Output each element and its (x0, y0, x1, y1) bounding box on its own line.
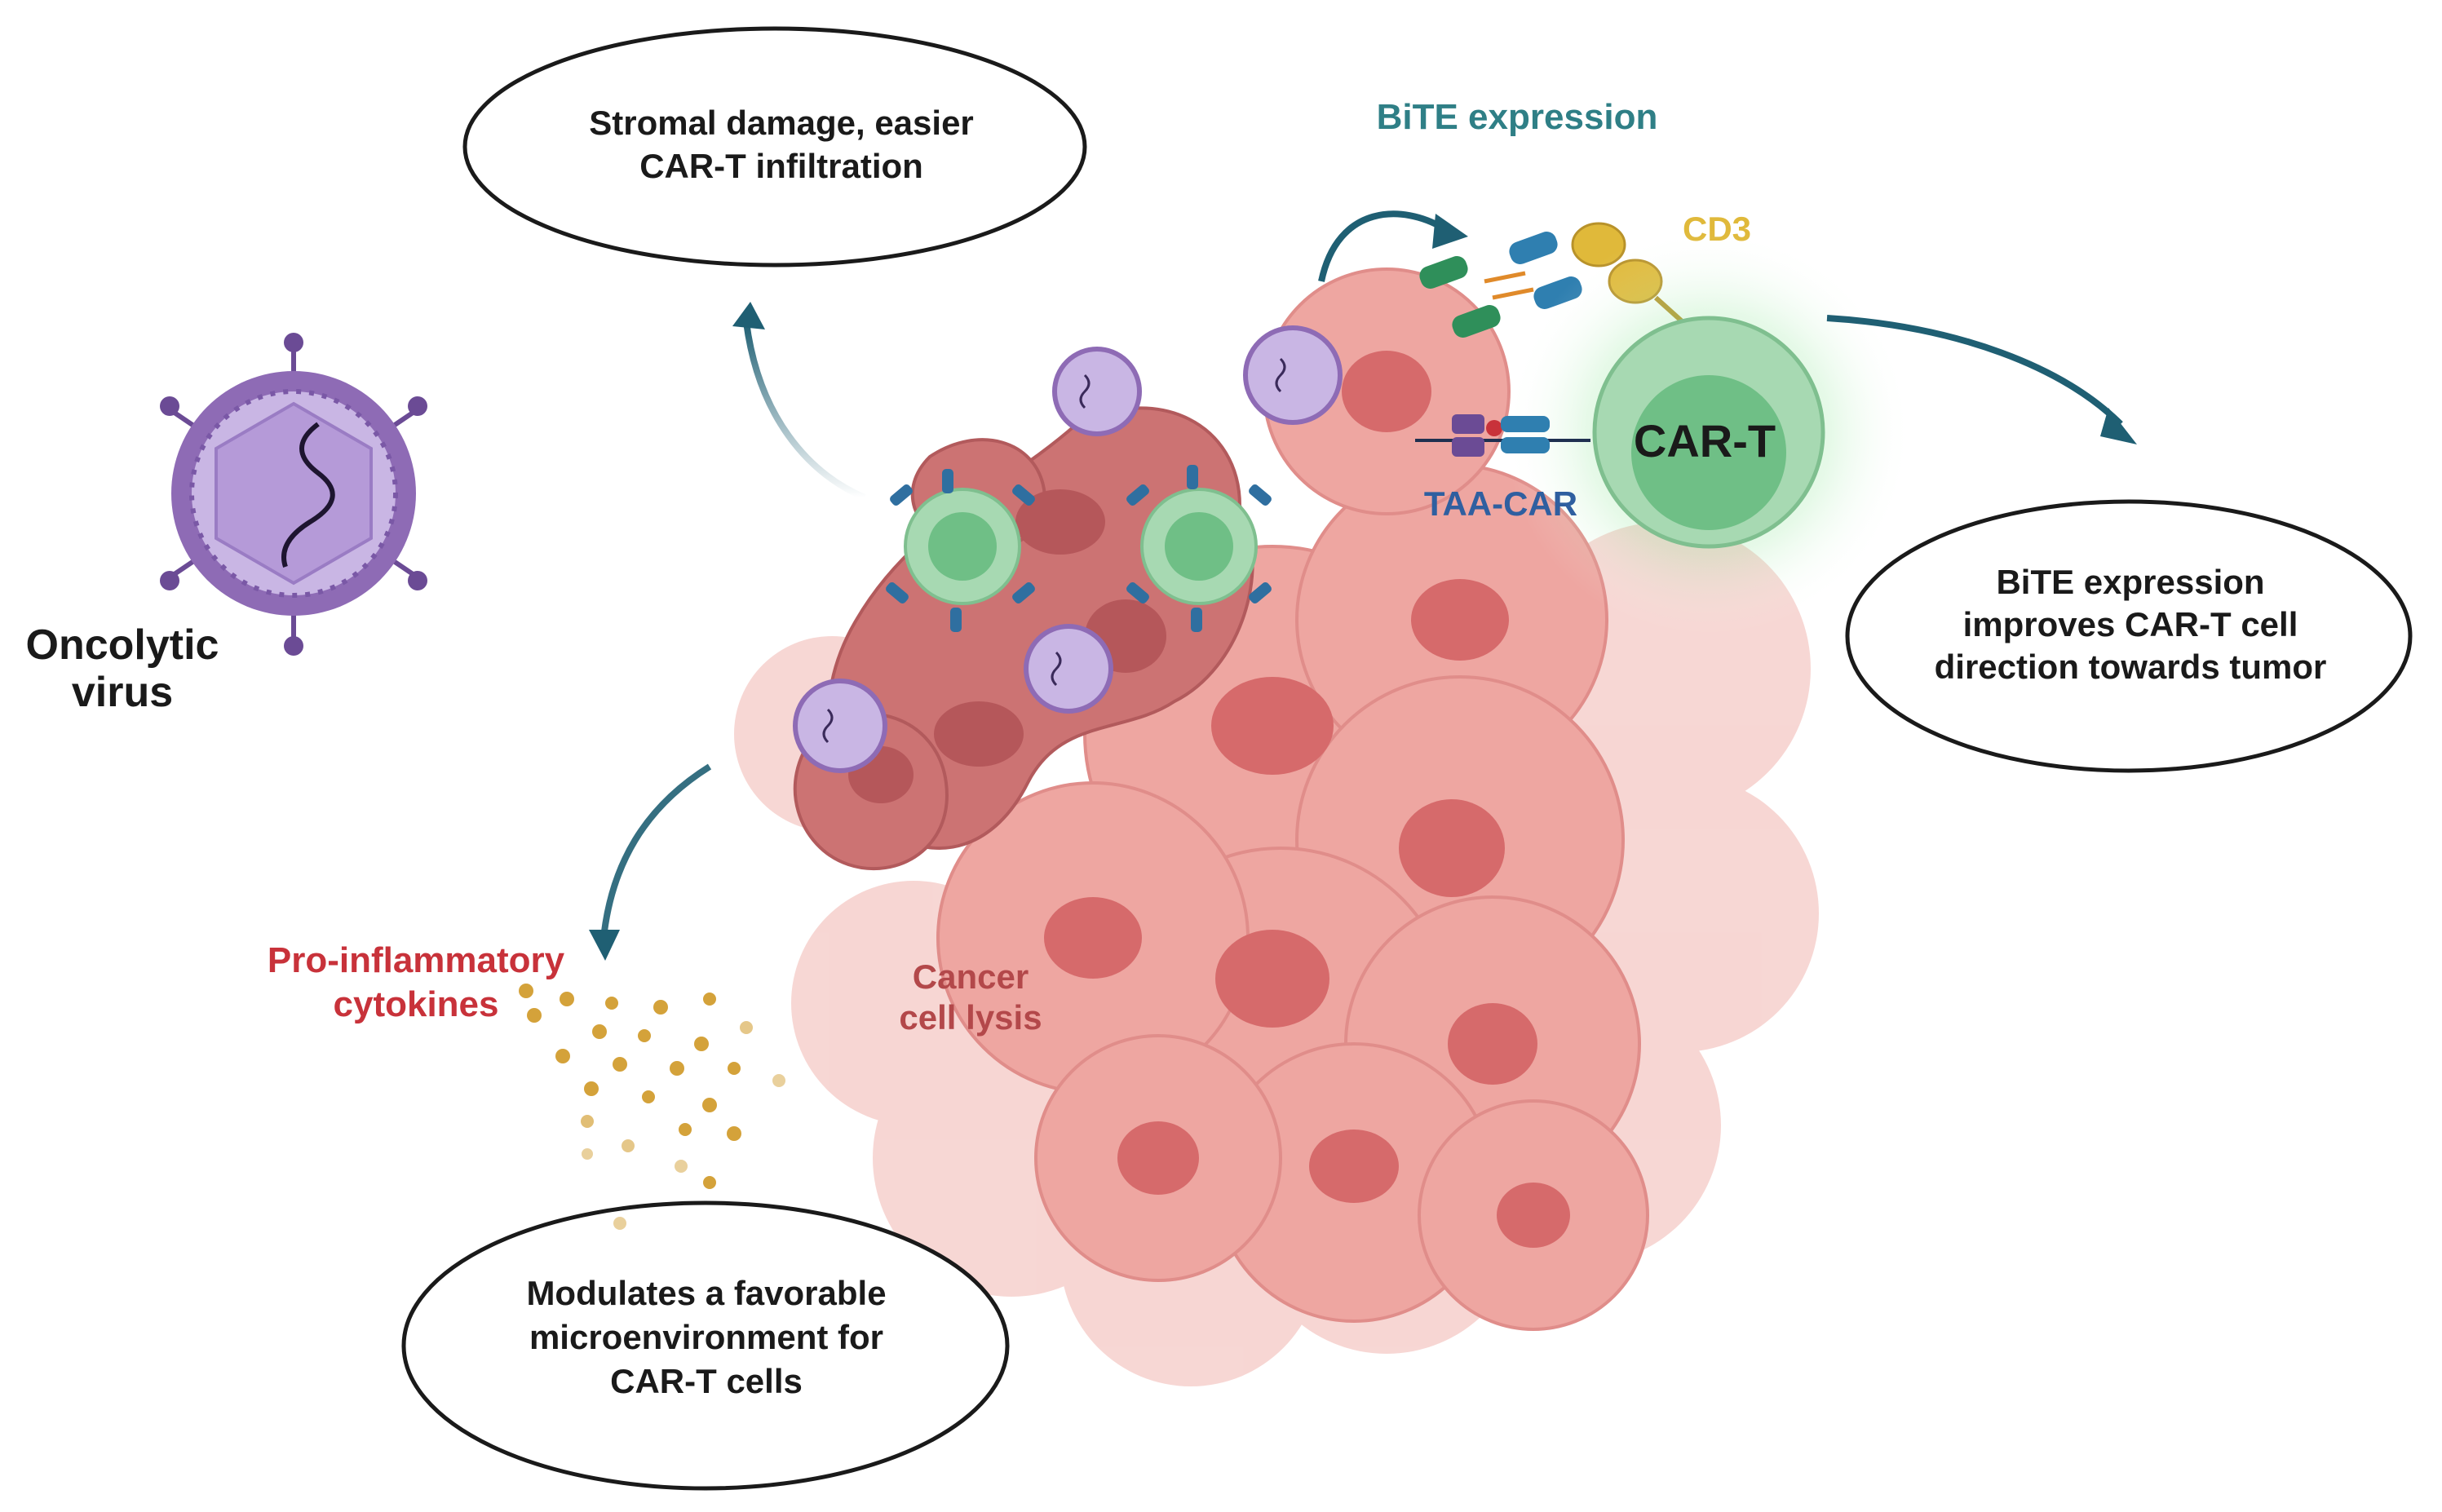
virus-particle-3 (1024, 624, 1113, 714)
car-t-label: CAR-T (1634, 415, 1776, 466)
modulates-callout-line1: Modulates a favorable (526, 1274, 886, 1312)
modulates-callout-line2: microenvironment for (529, 1318, 883, 1356)
tumor-mass (734, 267, 1819, 1386)
virus-label-line2: virus (72, 669, 173, 716)
virus-particle-1 (1052, 347, 1142, 436)
car-t-cell-small-2 (1140, 488, 1258, 605)
bite-callout-line1: BiTE expression (1996, 563, 2264, 601)
arrow-to-cytokines (600, 763, 712, 939)
car-t-cell-small-1 (904, 488, 1021, 605)
arrowhead-stromal (732, 302, 765, 329)
arrowhead-cytokines (589, 930, 620, 961)
arrowhead-bite (1432, 214, 1468, 249)
lysis-label-line1: Cancer (913, 957, 1029, 996)
tumor-nuclei (1044, 351, 1570, 1248)
bite-callout-ellipse (1845, 499, 2413, 773)
bite-callout-line3: direction towards tumor (1935, 648, 2327, 686)
stromal-callout-ellipse (462, 26, 1087, 267)
lysis-label-line2: cell lysis (899, 998, 1042, 1037)
cytokines-label-line2: cytokines (334, 984, 499, 1024)
stromal-callout-line2: CAR-T infiltration (639, 147, 923, 185)
bite-expression-label: BiTE expression (1377, 97, 1658, 137)
arrowhead-bite-callout (2100, 408, 2137, 444)
virus-particle-2 (1243, 325, 1343, 425)
car-t-cell-large (1592, 316, 1825, 549)
taa-car-receptor (1415, 414, 1590, 457)
stromal-callout-line1: Stromal damage, easier (589, 104, 974, 142)
oncolytic-virus-icon (160, 333, 427, 656)
cytokines-label-line1: Pro-inflammatory (268, 940, 565, 980)
virus-particle-4 (793, 679, 887, 773)
virus-label-line1: Oncolytic (26, 621, 219, 669)
cytokine-dots (519, 984, 785, 1230)
arrow-to-stromal (743, 321, 866, 501)
bite-callout-line2: improves CAR-T cell (1963, 605, 2298, 643)
arrow-to-bite-callout (1826, 315, 2123, 427)
taa-car-label: TAA-CAR (1424, 484, 1577, 523)
modulates-callout-line3: CAR-T cells (610, 1362, 803, 1400)
arrow-to-bite (1318, 210, 1446, 282)
modulates-callout-ellipse (401, 1200, 1010, 1491)
receptor-stubs (886, 465, 1272, 632)
